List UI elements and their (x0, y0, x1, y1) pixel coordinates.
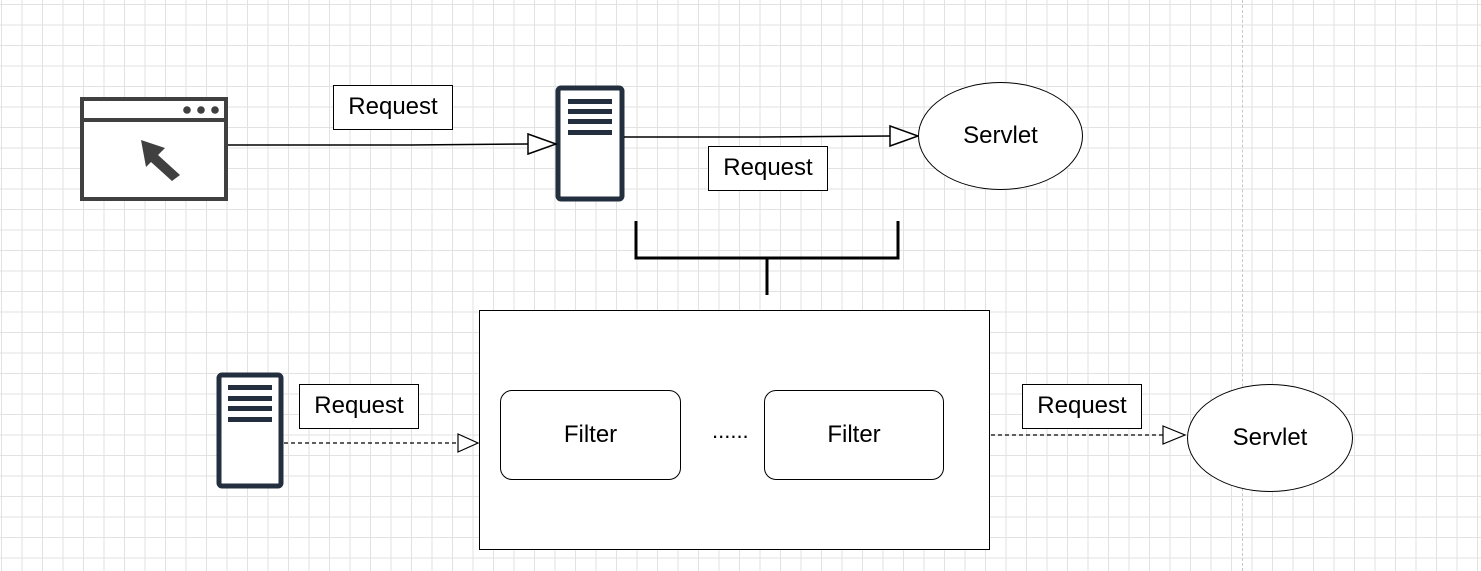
servlet-node-top[interactable]: Servlet (918, 82, 1083, 190)
servlet-node-bottom[interactable]: Servlet (1187, 384, 1353, 492)
filter-chain-bracket (634, 221, 900, 295)
filter-ellipsis: ...... (712, 418, 749, 443)
browser-window-cursor-icon[interactable] (80, 97, 228, 201)
filter-node-1[interactable]: Filter (500, 390, 681, 480)
request-label-top-2[interactable]: Request (708, 146, 828, 191)
edge-browser-to-server[interactable] (228, 132, 559, 156)
server-icon-bottom[interactable] (216, 372, 284, 489)
edge-filter-chain-to-servlet[interactable] (991, 425, 1187, 445)
filter-node-2[interactable]: Filter (764, 390, 944, 480)
request-label-bottom-1[interactable]: Request (299, 384, 419, 429)
edge-server-to-servlet[interactable] (624, 124, 921, 148)
request-label-top-1[interactable]: Request (333, 85, 453, 130)
server-icon-top[interactable] (555, 85, 625, 202)
edge-server-to-filter-chain[interactable] (284, 433, 480, 453)
request-label-bottom-2[interactable]: Request (1022, 384, 1142, 429)
page-boundary-guide (1242, 0, 1243, 571)
